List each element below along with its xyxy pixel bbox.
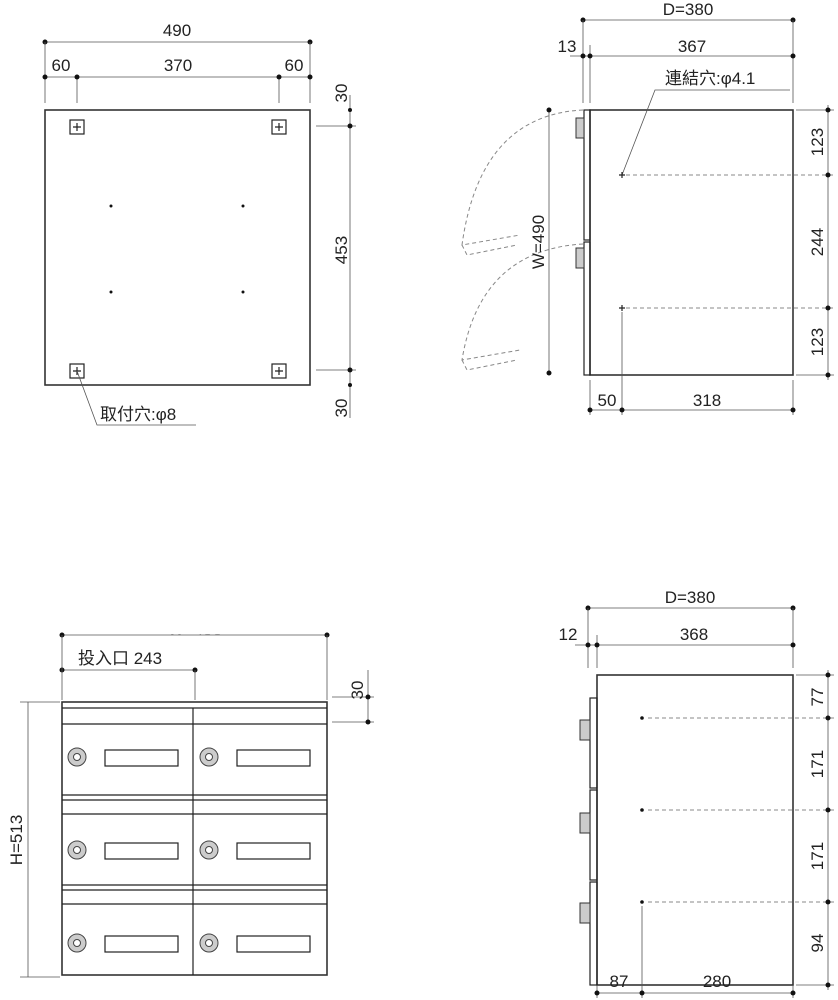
lock-icon — [575, 247, 585, 269]
side-dim-bottom: 123 — [808, 328, 827, 356]
side-dim-top: 123 — [808, 128, 827, 156]
side-bottom-left: 50 — [598, 391, 617, 410]
door — [67, 747, 311, 953]
lock-icon — [575, 117, 585, 139]
front-top-margin: 30 — [348, 681, 367, 700]
side-width-label: W=490 — [529, 215, 548, 269]
back-top-margin: 30 — [332, 84, 351, 103]
lock-icon — [579, 812, 591, 834]
side2-dim-3: 171 — [808, 842, 827, 870]
front-height-label: H=513 — [7, 815, 26, 866]
connect-hole-label: 連結穴:φ4.1 — [665, 69, 755, 88]
side2-bottom-right: 280 — [703, 972, 731, 991]
back-view: 490 60 370 60 30 453 30 取付穴:φ8 — [42, 21, 356, 426]
front-body — [61, 701, 328, 976]
side2-dim-2: 171 — [808, 750, 827, 778]
side-bottom-right: 318 — [693, 391, 721, 410]
side-door-thickness: 13 — [558, 37, 577, 56]
slot-width-label: 投入口 243 — [78, 649, 162, 668]
back-hole-spacing: 370 — [164, 56, 192, 75]
side-depth: D=380 — [663, 0, 714, 19]
side2-body — [596, 674, 794, 986]
back-bottom-margin: 30 — [332, 399, 351, 418]
back-vertical-spacing: 453 — [332, 236, 351, 264]
back-width-total: 490 — [163, 21, 191, 40]
back-right-offset: 60 — [285, 56, 304, 75]
lock-icon — [579, 902, 591, 924]
side2-door-thickness: 12 — [559, 625, 578, 644]
side-view-bottom: D=380 12 368 77 171 171 94 87 280 — [559, 588, 834, 998]
mount-holes — [69, 119, 287, 379]
lock-icon — [579, 719, 591, 741]
side2-bottom-left: 87 — [610, 972, 629, 991]
back-panel — [44, 109, 311, 386]
side-body-depth: 367 — [678, 37, 706, 56]
front-view: W=490 投入口 243 — [7, 620, 374, 978]
side-body — [589, 109, 794, 376]
back-left-offset: 60 — [52, 56, 71, 75]
mount-hole-label: 取付穴:φ8 — [100, 405, 176, 424]
side2-depth: D=380 — [665, 588, 716, 607]
side-dim-middle: 244 — [808, 228, 827, 256]
side2-body-depth: 368 — [680, 625, 708, 644]
side2-dim-4: 94 — [808, 934, 827, 953]
mailbox-doors — [62, 723, 327, 953]
side-view-top: D=380 13 367 W=490 連結穴:φ4.1 123 244 123 … — [461, 0, 834, 415]
side2-dim-1: 77 — [808, 688, 827, 707]
